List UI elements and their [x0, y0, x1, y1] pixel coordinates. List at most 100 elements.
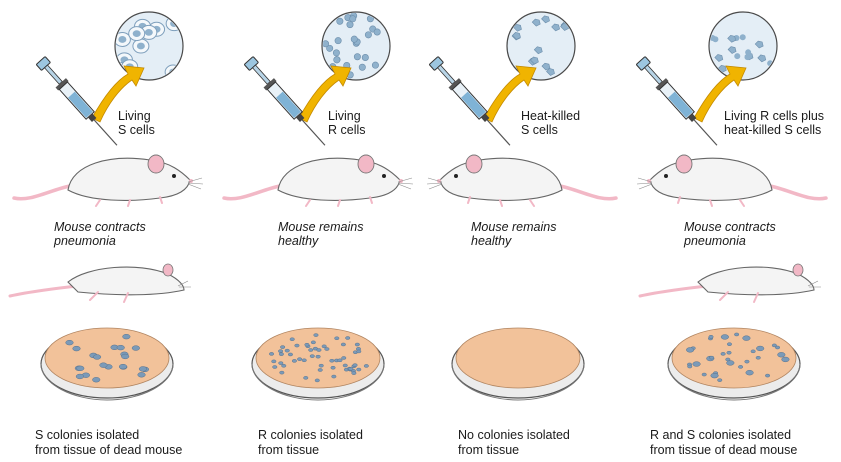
colony: [116, 344, 125, 351]
killed-cell: [763, 13, 773, 21]
colony: [345, 336, 351, 340]
needle: [301, 119, 326, 146]
colony: [777, 352, 786, 358]
colony: [294, 343, 300, 348]
magnifier-ring: [506, 11, 576, 81]
killed-cell: [551, 23, 560, 32]
killed-cell: [529, 56, 539, 65]
dead-mouse: [638, 263, 821, 303]
killed-cell: [531, 18, 541, 27]
colony: [314, 378, 320, 383]
arrow-shape: [298, 65, 352, 123]
colony: [92, 377, 101, 383]
tail: [768, 184, 828, 201]
eye: [664, 174, 668, 178]
injected-cells-label: Living R cells: [328, 109, 366, 137]
yellow-arrow-icon: [693, 65, 747, 123]
whiskers: [426, 177, 443, 190]
feet: [467, 196, 535, 207]
colony: [310, 340, 316, 345]
injected-cells-label: Heat-killed S cells: [521, 109, 581, 137]
petri-dish: [251, 327, 385, 401]
colony: [313, 333, 319, 337]
colony: [329, 358, 335, 363]
panel-4-artwork: [636, 11, 828, 401]
outcome-label: Mouse contracts pneumonia: [54, 220, 146, 248]
colony: [687, 364, 693, 369]
mouse-body: [67, 266, 185, 296]
rough-cell: [364, 31, 372, 39]
injected-cells-label: Living R cells plus heat-killed S cells: [724, 109, 825, 137]
fluid: [461, 91, 486, 118]
plunger-rod: [43, 64, 63, 85]
rough-cell: [734, 53, 741, 60]
result-label: No colonies isolated from tissue: [458, 428, 570, 457]
eye: [454, 174, 458, 178]
colony: [308, 348, 314, 352]
mouse-body: [649, 157, 773, 201]
rough-cell: [333, 56, 341, 64]
colony: [775, 345, 781, 350]
rough-cell: [350, 35, 358, 43]
colony: [692, 361, 701, 367]
colony: [720, 334, 729, 340]
result-label: S colonies isolated from tissue of dead …: [35, 428, 183, 457]
colony: [278, 352, 284, 356]
colony: [287, 352, 293, 357]
dead-mouse: [8, 263, 191, 303]
colony: [734, 332, 740, 337]
rough-cell: [745, 49, 752, 56]
panel-living-r: Living R cells Mouse remains healthy R c…: [210, 0, 420, 462]
needle-hub: [87, 113, 97, 122]
colony: [278, 349, 284, 353]
rough-cell: [358, 63, 366, 71]
flange: [655, 78, 669, 91]
colony: [121, 353, 130, 360]
feet: [89, 291, 129, 303]
healthy-mouse: [426, 154, 618, 207]
colony: [316, 348, 322, 352]
cell-body: [118, 36, 127, 43]
ear: [792, 263, 804, 277]
syringe-icon: [36, 56, 118, 146]
colony: [356, 349, 362, 354]
panel-r-plus-killed-s: Living R cells plus heat-killed S cells …: [630, 0, 840, 462]
whiskers: [636, 177, 653, 190]
colony: [131, 345, 140, 351]
magnified-cells-circle: [321, 11, 391, 81]
colony: [278, 361, 284, 365]
killed-cell: [541, 62, 551, 71]
rough-cell: [349, 15, 357, 23]
colony: [269, 352, 274, 356]
colony: [284, 348, 290, 353]
colony: [341, 356, 347, 360]
agar: [44, 327, 170, 389]
killed-cell: [565, 14, 574, 22]
colony: [334, 336, 340, 341]
ear: [465, 154, 483, 174]
tail: [558, 184, 618, 201]
dish-wall: [40, 363, 174, 401]
fluid: [276, 91, 301, 118]
fluid: [68, 91, 93, 118]
colony: [75, 373, 84, 380]
needle-hub: [480, 113, 490, 122]
syringe-icon: [636, 56, 718, 146]
feet: [95, 196, 163, 207]
killed-cell: [714, 54, 724, 62]
colony: [351, 371, 357, 375]
colony: [352, 363, 358, 367]
agar: [455, 327, 581, 389]
flange: [448, 78, 462, 91]
magnifier-ring: [708, 11, 778, 81]
colony: [122, 333, 131, 340]
colony: [324, 347, 330, 351]
colony: [709, 355, 715, 360]
colony: [726, 350, 732, 355]
killed-cell: [727, 46, 737, 54]
colony: [750, 349, 756, 354]
flange: [55, 78, 69, 91]
colony: [765, 373, 771, 378]
colony: [321, 344, 327, 349]
colony: [742, 335, 751, 341]
